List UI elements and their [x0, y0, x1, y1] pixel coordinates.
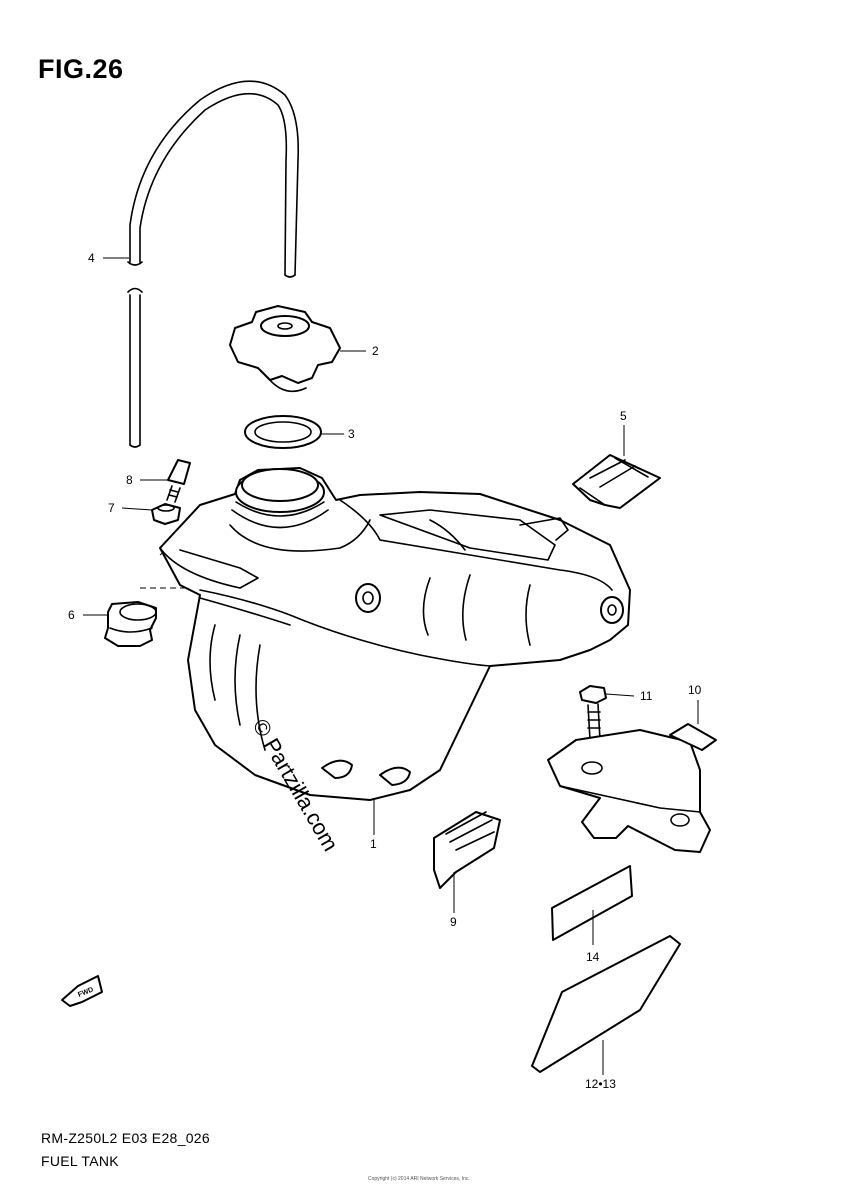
callout-3: 3	[348, 427, 355, 441]
flange-bolt-part-11	[579, 685, 607, 741]
callout-4: 4	[88, 251, 95, 265]
callout-9: 9	[450, 915, 457, 929]
rear-bracket-part-10	[547, 723, 717, 853]
collar-part-7	[151, 503, 181, 525]
callout-12-13: 12•13	[585, 1077, 616, 1091]
copyright-notice: Copyright (c) 2014 ARI Network Services,…	[368, 1176, 470, 1182]
callout-2: 2	[372, 344, 379, 358]
forward-direction-icon: FWD	[61, 975, 103, 1007]
cap-gasket-part-3	[244, 415, 322, 449]
fuel-cap-part-2	[229, 305, 341, 393]
callout-11: 11	[640, 689, 653, 703]
tank-band-clip-part-5	[572, 454, 661, 509]
fuel-tank-part-1	[159, 467, 631, 801]
breather-hose-part-4	[127, 80, 300, 448]
section-name: FUEL TANK	[41, 1153, 119, 1169]
tank-pad-part-9	[433, 811, 501, 889]
callout-14: 14	[586, 950, 600, 964]
callout-7: 7	[108, 501, 115, 515]
figure-title: FIG.26	[38, 54, 124, 84]
caution-label-parts-12-13	[531, 935, 681, 1073]
callout-6: 6	[68, 608, 75, 622]
callout-10: 10	[688, 683, 702, 697]
mounting-bolt-part-8	[166, 459, 191, 503]
model-code: RM-Z250L2 E03 E28_026	[41, 1130, 210, 1146]
callout-8: 8	[126, 473, 133, 487]
callout-5: 5	[620, 409, 627, 423]
rubber-cushion-part-6	[104, 601, 157, 647]
warning-label-part-14	[551, 865, 633, 941]
callout-1: 1	[370, 837, 377, 851]
